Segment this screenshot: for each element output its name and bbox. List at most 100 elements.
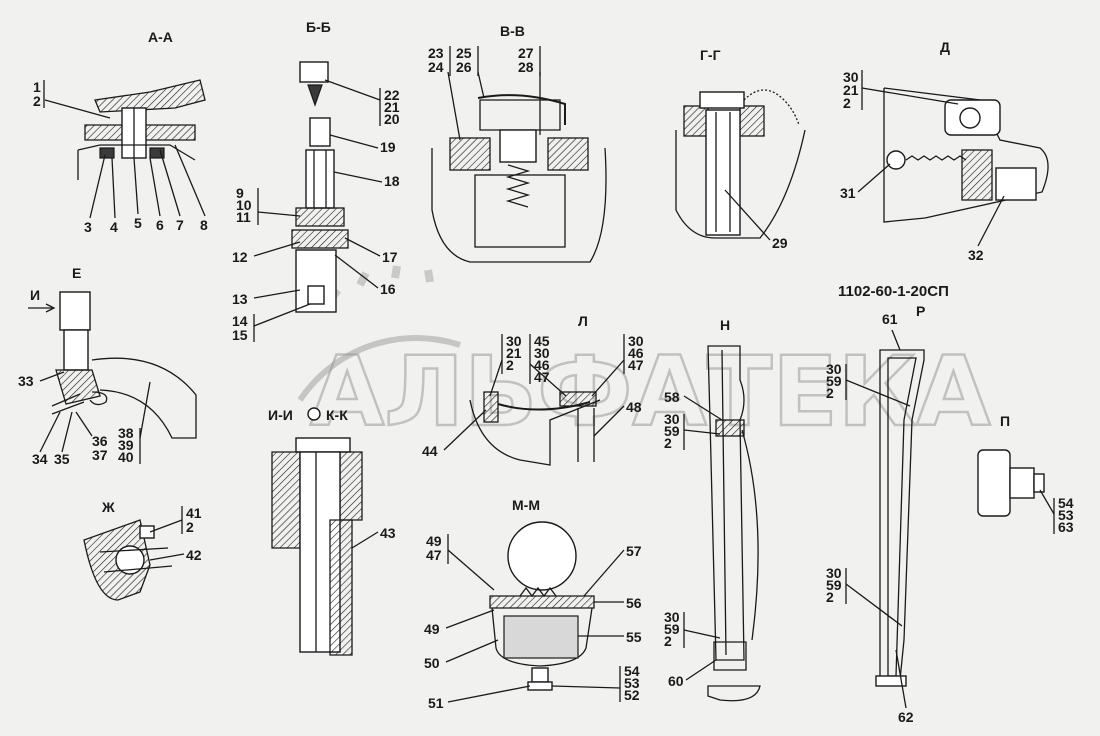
n-foot: [707, 685, 761, 702]
label-23: 23: [428, 45, 444, 61]
mm-plug: [527, 681, 553, 691]
mm-filter: [503, 615, 579, 659]
label-18: 18: [384, 173, 400, 189]
watermark-text: АЛЬФАТЕКА: [310, 336, 991, 448]
mm-gauge: [507, 521, 577, 591]
label-59: 59: [664, 621, 680, 637]
view-p: П 54 53 63: [977, 413, 1074, 535]
aa-cover: [94, 79, 206, 113]
label-27: 27: [518, 45, 534, 61]
vv-labels: 23 24 25 26 27 28: [428, 45, 541, 141]
aa-label-stack: 1 2: [33, 79, 45, 109]
d-pin: [959, 107, 981, 129]
ii-marker: [307, 407, 321, 421]
zh-hole: [115, 545, 145, 575]
d-spring: [905, 155, 967, 161]
view-e: Е И 33 34 35 36 37 38 39 40: [18, 265, 197, 467]
watermark: АЛЬФАТЕКА: [297, 265, 992, 449]
vv-right-wall: [547, 137, 589, 171]
n-rod: [741, 429, 759, 641]
label-2: 2: [826, 589, 834, 605]
vv-left-wall: [449, 137, 491, 171]
vv-cylinder: [474, 174, 566, 248]
label-25: 25: [456, 45, 472, 61]
label-59: 59: [664, 423, 680, 439]
title-aa: А-А: [148, 29, 173, 45]
aa-bracket: [77, 144, 196, 180]
vv-spring: [505, 164, 531, 208]
n-labels: 58 30 59 2 30 59 2 60: [664, 389, 723, 689]
label-30: 30: [664, 609, 680, 625]
view-mm: М-М 49 47 57 56 49 55 50 51 54 53 52: [424, 497, 642, 711]
gg-cap: [699, 91, 745, 109]
e-labels: 33 34 35 36 37 38 39 40: [18, 371, 151, 467]
gg-housing: [675, 129, 806, 239]
view-gg: Г-Г 29: [675, 47, 806, 251]
label-30: 30: [534, 345, 550, 361]
label-2: 2: [826, 385, 834, 401]
bb-rod: [305, 149, 335, 209]
n-bracket: [713, 641, 747, 671]
vv-cap: [479, 99, 561, 131]
bb-sleeve: [309, 117, 331, 147]
label-30: 30: [664, 411, 680, 427]
label-24: 24: [428, 59, 444, 75]
vv-housing: [431, 147, 607, 263]
label-59: 59: [826, 373, 842, 389]
e-arrow: [28, 303, 56, 313]
label-35: 35: [54, 451, 70, 467]
label-5: 5: [134, 215, 142, 231]
label-41: 41: [186, 505, 202, 521]
label-15: 15: [232, 327, 248, 343]
label-50: 50: [424, 655, 440, 671]
title-p: П: [1000, 413, 1010, 429]
kk-thread-left: [271, 451, 301, 549]
title-n: Н: [720, 317, 730, 333]
aa-leader-1: [44, 99, 111, 119]
label-21: 21: [384, 99, 400, 115]
vv-valve-body: [499, 129, 537, 163]
mm-bowl: [491, 607, 593, 667]
view-l: Л 30 21 2 45 30 46 47 30 46 47 44 48: [422, 313, 644, 466]
mm-flange: [489, 595, 595, 609]
label-37: 37: [92, 447, 108, 463]
title-e: Е: [72, 265, 81, 281]
d-stop: [995, 167, 1037, 201]
label-45: 45: [534, 333, 550, 349]
label-39: 39: [118, 437, 134, 453]
label-59: 59: [826, 577, 842, 593]
label-48: 48: [626, 399, 642, 415]
d-ball: [886, 150, 906, 170]
e-cap: [59, 291, 91, 331]
bb-labels: 22 21 20 19 18 9 10 11 12 17 16 13 14 15: [232, 79, 400, 343]
label-46: 46: [628, 345, 644, 361]
label-8: 8: [200, 217, 208, 233]
label-26: 26: [456, 59, 472, 75]
aa-nut-left: [99, 147, 115, 159]
p-tip: [1033, 473, 1045, 493]
d-block: [961, 149, 993, 201]
label-11: 11: [236, 209, 251, 225]
title-l: Л: [578, 313, 588, 329]
label-2: 2: [506, 357, 514, 373]
label-21: 21: [843, 82, 859, 98]
bb-head: [299, 61, 329, 83]
label-2: 2: [843, 95, 851, 111]
label-62: 62: [898, 709, 914, 725]
label-28: 28: [518, 59, 534, 75]
label-55: 55: [626, 629, 642, 645]
aa-bottom-labels: 3 4 5 6 7 8: [84, 144, 208, 235]
label-29: 29: [772, 235, 788, 251]
label-42: 42: [186, 547, 202, 563]
label-14: 14: [232, 313, 248, 329]
kk-thread-right: [339, 451, 363, 521]
label-2: 2: [664, 633, 672, 649]
label-13: 13: [232, 291, 248, 307]
p-cap: [977, 449, 1011, 517]
label-30: 30: [843, 69, 859, 85]
label-12: 12: [232, 249, 248, 265]
title-vv: В-В: [500, 23, 525, 39]
drawing-code: 1102-60-1-20СП: [838, 283, 949, 300]
mm-labels: 49 47 57 56 49 55 50 51 54 53 52: [424, 533, 642, 711]
label-47: 47: [426, 547, 442, 563]
